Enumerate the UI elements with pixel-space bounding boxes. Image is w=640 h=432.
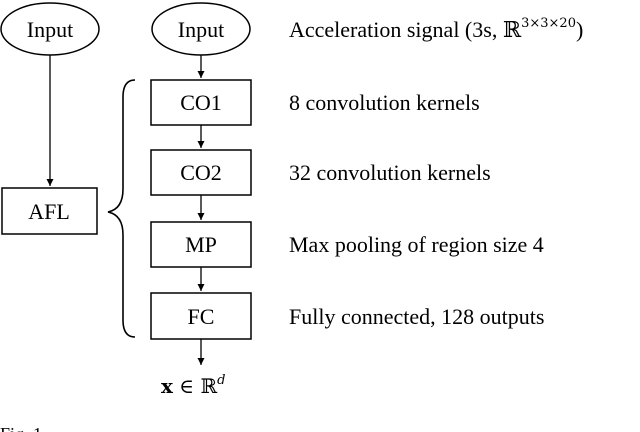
co2-node: CO2 (150, 149, 252, 196)
co1-node-label: CO1 (180, 90, 222, 115)
co1-description: 8 convolution kernels (289, 90, 480, 115)
input-description: Acceleration signal (3s, ℝ3×3×20) (289, 16, 583, 42)
fc-description: Fully connected, 128 outputs (289, 304, 544, 329)
mp-node: MP (150, 221, 252, 268)
co2-description: 32 convolution kernels (289, 160, 491, 185)
output-variable: x (161, 374, 174, 398)
input-description-prefix: Acceleration signal (3s, (289, 17, 503, 42)
output-exponent: d (217, 373, 225, 388)
input-node-main-label: Input (178, 17, 224, 42)
output-label: x ∈ ℝd (161, 373, 225, 398)
co1-node: CO1 (150, 79, 252, 126)
afl-node-label: AFL (28, 199, 70, 224)
co2-node-label: CO2 (180, 160, 222, 185)
input-node-main: Input (151, 2, 251, 56)
input-description-exponent: 3×3×20 (521, 16, 576, 31)
fc-node-label: FC (188, 304, 215, 329)
input-node-left-label: Input (27, 17, 73, 42)
input-description-suffix: ) (576, 17, 583, 42)
input-description-field: ℝ (503, 17, 522, 42)
curly-brace (107, 79, 136, 338)
fc-node: FC (150, 292, 252, 340)
mp-description: Max pooling of region size 4 (289, 232, 544, 257)
input-node-left: Input (0, 2, 100, 56)
figure-caption: Fig. 1 (0, 424, 42, 432)
output-relation: ∈ (173, 374, 201, 398)
output-field: ℝ (200, 374, 217, 398)
mp-node-label: MP (185, 232, 217, 257)
afl-node: AFL (1, 187, 98, 235)
